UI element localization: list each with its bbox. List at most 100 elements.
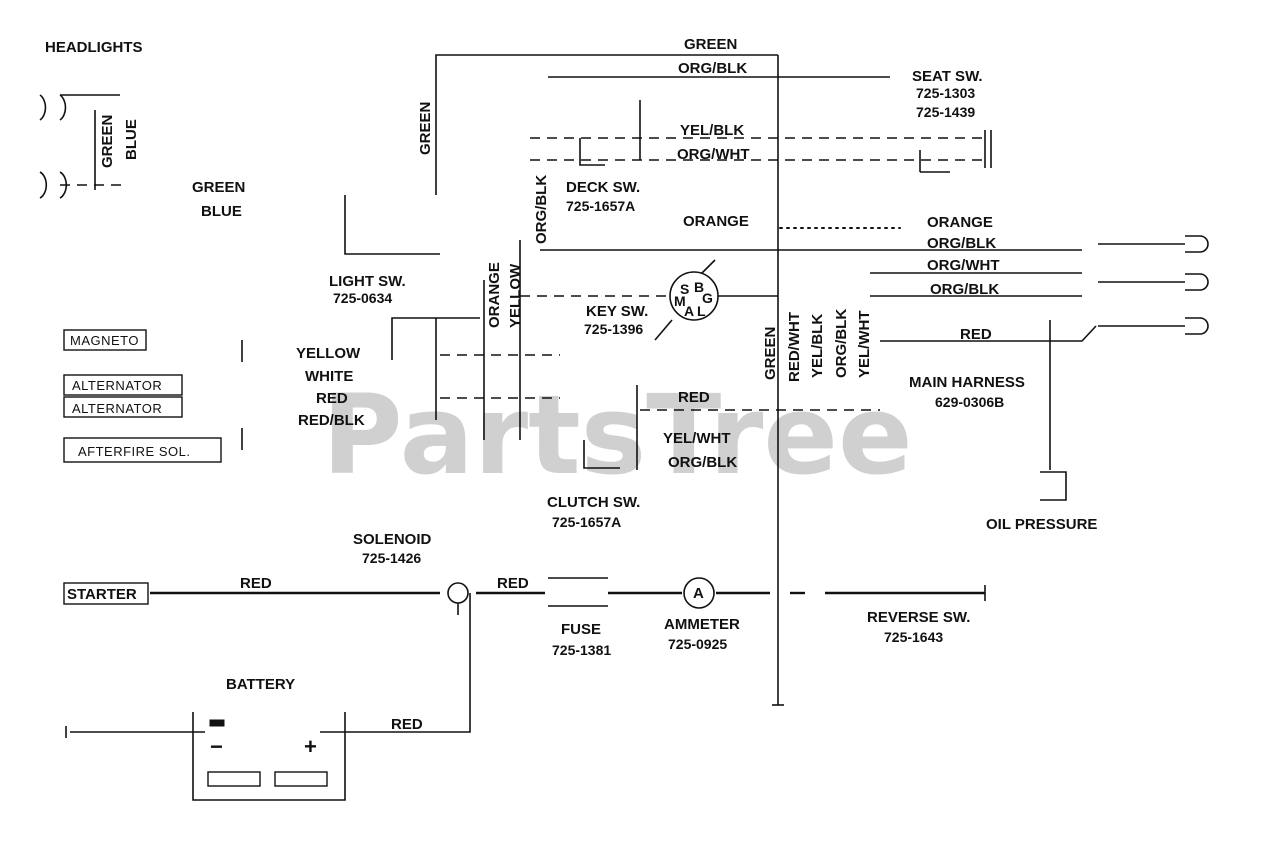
alternator-box-2	[63, 396, 183, 418]
org-blk-right2-label: ORG/BLK	[930, 281, 999, 298]
afterfire-label: AFTERFIRE SOL.	[78, 444, 190, 459]
magneto-box	[63, 329, 147, 351]
key-term-a: A	[684, 303, 694, 319]
main-harness-pn: 629-0306B	[935, 394, 1004, 410]
key-sw-label: KEY SW.	[586, 303, 648, 320]
green-vert-right-label: GREEN	[762, 327, 779, 380]
blue-mid-label: BLUE	[201, 203, 242, 220]
wire-green-top	[435, 54, 778, 195]
magneto-label: MAGNETO	[70, 333, 139, 348]
battery-cell-1	[207, 771, 261, 787]
connector-1-plug	[1185, 235, 1209, 253]
deck-sw-pn: 725-1657A	[566, 198, 635, 214]
clutch-sw-label: CLUTCH SW.	[547, 494, 640, 511]
alternator-box-1	[63, 374, 183, 396]
key-term-b: B	[694, 279, 704, 295]
light-sw-label: LIGHT SW.	[329, 273, 406, 290]
reverse-sw-pn: 725-1643	[884, 629, 943, 645]
yel-blk-vert-label: YEL/BLK	[809, 314, 826, 378]
headlight-green-label: GREEN	[99, 115, 116, 168]
clutch-bracket	[583, 440, 620, 469]
clutch-sw-pn: 725-1657A	[552, 514, 621, 530]
yellow-left-label: YELLOW	[296, 345, 361, 362]
yellow-vert-label: YELLOW	[507, 263, 524, 328]
key-switch-circle	[669, 271, 719, 321]
seat-sw-pn2: 725-1439	[916, 104, 975, 120]
connector-3-plug	[1185, 317, 1209, 335]
battery-case	[192, 712, 346, 801]
alternator-label-1: ALTERNATOR	[72, 378, 162, 393]
wire-red-right	[880, 325, 1097, 342]
alternator-label-2: ALTERNATOR	[72, 401, 162, 416]
key-sw-pn: 725-1396	[584, 321, 643, 337]
fuse-label: FUSE	[561, 621, 601, 638]
headlight-1-right	[59, 94, 67, 121]
org-blk-center-label: ORG/BLK	[668, 454, 737, 471]
battery-neg-symbol: −	[210, 734, 223, 759]
red-wht-vert-label: RED/WHT	[786, 312, 803, 382]
yel-blk-top-label: YEL/BLK	[680, 122, 744, 139]
oil-pressure-sender	[1040, 471, 1067, 501]
org-wht-right-label: ORG/WHT	[927, 257, 1000, 274]
white-left-label: WHITE	[305, 368, 353, 385]
org-blk-vert-label: ORG/BLK	[533, 175, 550, 244]
ammeter-pn: 725-0925	[668, 636, 727, 652]
solenoid-pn: 725-1426	[362, 550, 421, 566]
ammeter-label: AMMETER	[664, 616, 740, 633]
wire-light-sw-down	[391, 317, 480, 360]
green-mid-label: GREEN	[192, 179, 245, 196]
orange-vert-label: ORANGE	[486, 262, 503, 328]
orange-right-label: ORANGE	[927, 214, 993, 231]
solenoid-terminal	[447, 582, 469, 604]
watermark: PartsTree	[322, 371, 913, 499]
afterfire-box	[63, 437, 222, 463]
connector-2-plug	[1185, 273, 1209, 291]
starter-box	[63, 582, 149, 605]
fuse-pn: 725-1381	[552, 642, 611, 658]
ammeter-circle	[683, 577, 715, 609]
solenoid-label: SOLENOID	[353, 531, 432, 548]
battery-neg-post	[209, 719, 225, 727]
key-term-g: G	[702, 290, 713, 306]
headlight-blue-label: BLUE	[123, 119, 140, 160]
wire-light-sw	[344, 195, 440, 255]
key-term-l: L	[697, 303, 706, 319]
headlight-1-left	[39, 94, 47, 121]
org-wht-top-label: ORG/WHT	[677, 146, 750, 163]
orange-mid-label: ORANGE	[683, 213, 749, 230]
seat-sw-label: SEAT SW.	[912, 68, 983, 85]
red-center-label: RED	[678, 389, 710, 406]
reverse-sw-label: REVERSE SW.	[867, 609, 970, 626]
green-vert-left-label: GREEN	[417, 102, 434, 155]
deck-sw-label: DECK SW.	[566, 179, 640, 196]
battery-pos-symbol: +	[304, 734, 317, 759]
red-battery-label: RED	[391, 716, 423, 733]
battery-label: BATTERY	[226, 676, 295, 693]
key-switch-lead	[699, 259, 716, 276]
key-term-m: M	[674, 293, 686, 309]
green-top-label: GREEN	[684, 36, 737, 53]
org-blk-top-label: ORG/BLK	[678, 60, 747, 77]
red-solenoid-label: RED	[497, 575, 529, 592]
oil-pressure-label: OIL PRESSURE	[986, 516, 1097, 533]
starter-label: STARTER	[67, 586, 137, 603]
headlight-2-left	[39, 171, 48, 199]
ammeter-symbol: A	[693, 585, 704, 602]
light-sw-pn: 725-0634	[333, 290, 392, 306]
yel-wht-vert-label: YEL/WHT	[856, 311, 873, 379]
wire-battery-red	[320, 593, 471, 733]
red-blk-left-label: RED/BLK	[298, 412, 365, 429]
key-term-s: S	[680, 281, 689, 297]
key-switch-lead-2	[654, 319, 673, 341]
main-harness-label: MAIN HARNESS	[909, 374, 1025, 391]
red-starter-label: RED	[240, 575, 272, 592]
org-blk-right1-label: ORG/BLK	[927, 235, 996, 252]
seat-sw-pn1: 725-1303	[916, 85, 975, 101]
org-blk-vert2-label: ORG/BLK	[833, 309, 850, 378]
red-left-label: RED	[316, 390, 348, 407]
headlights-label: HEADLIGHTS	[45, 39, 143, 56]
red-right-label: RED	[960, 326, 992, 343]
yel-wht-center-label: YEL/WHT	[663, 430, 731, 447]
